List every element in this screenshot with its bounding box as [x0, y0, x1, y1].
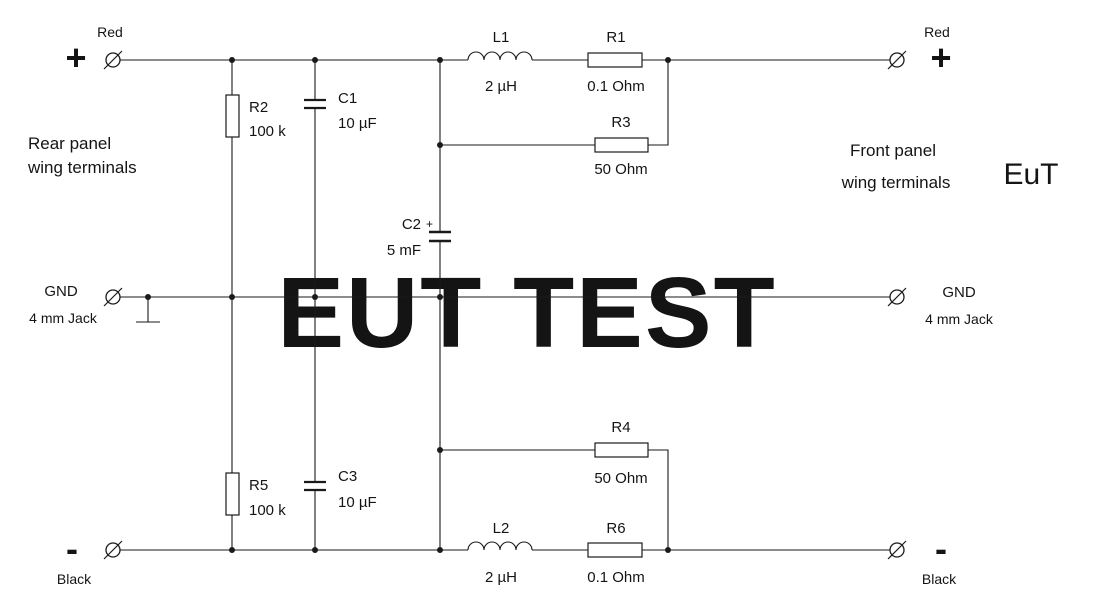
wires [120, 51, 890, 551]
watermark-text: EUT TEST [277, 257, 776, 369]
terminal-left-positive [103, 50, 123, 70]
right-jack-label: 4 mm Jack [925, 311, 994, 327]
component-bodies [225, 52, 649, 558]
left-minus-sign: - [66, 528, 78, 569]
left-black-label: Black [57, 571, 92, 587]
inductor-l2-coil [467, 541, 533, 551]
front-panel-label-line1: Front panel [850, 141, 936, 160]
rear-panel-label-line1: Rear panel [28, 134, 111, 153]
l1-value: 2 µH [485, 78, 517, 95]
c2-polarity-mark: + [426, 217, 433, 231]
left-red-label: Red [97, 24, 123, 40]
terminal-right-negative [887, 540, 907, 560]
c2-ref: C2 [402, 216, 421, 233]
resistor-r1-body [587, 52, 643, 68]
capacitor-c1-plates [304, 98, 326, 110]
right-black-label: Black [922, 571, 957, 587]
r2-value: 100 k [249, 123, 286, 140]
eut-label: EuT [1003, 158, 1058, 191]
r3-ref: R3 [611, 114, 630, 131]
l1-ref: L1 [493, 29, 510, 46]
right-plus-sign: + [930, 37, 951, 78]
right-minus-sign: - [935, 528, 947, 569]
resistor-r4-body [594, 442, 649, 458]
right-gnd-label: GND [942, 284, 976, 301]
left-gnd-label: GND [44, 283, 78, 300]
r6-value: 0.1 Ohm [587, 569, 645, 586]
c3-value: 10 µF [338, 494, 377, 511]
inductor-l1-coil [467, 51, 533, 61]
wire-segments [120, 59, 890, 551]
resistor-r5-body [225, 472, 240, 516]
r6-ref: R6 [606, 520, 625, 537]
resistor-r2-body [225, 94, 240, 138]
r2-ref: R2 [249, 99, 268, 116]
c1-ref: C1 [338, 90, 357, 107]
r1-ref: R1 [606, 29, 625, 46]
r4-ref: R4 [611, 419, 630, 436]
c1-value: 10 µF [338, 115, 377, 132]
resistor-r3-body [594, 137, 649, 153]
capacitor-c2-plates [429, 230, 451, 243]
r4-value: 50 Ohm [594, 470, 647, 487]
left-jack-label: 4 mm Jack [29, 310, 98, 326]
right-red-label: Red [924, 24, 950, 40]
c2-value: 5 mF [387, 242, 421, 259]
rear-panel-label-line2: wing terminals [27, 158, 137, 177]
left-plus-sign: + [65, 37, 86, 78]
terminal-right-ground [887, 287, 907, 307]
c3-ref: C3 [338, 468, 357, 485]
r1-value: 0.1 Ohm [587, 78, 645, 95]
resistor-r6-body [587, 542, 643, 558]
terminal-left-ground [103, 287, 123, 307]
l2-ref: L2 [493, 520, 510, 537]
capacitor-c3-plates [304, 480, 326, 492]
l2-value: 2 µH [485, 569, 517, 586]
terminal-left-negative [103, 540, 123, 560]
terminal-right-positive [887, 50, 907, 70]
junction-dots [145, 57, 671, 553]
front-panel-label-line2: wing terminals [841, 173, 951, 192]
r3-value: 50 Ohm [594, 161, 647, 178]
r5-value: 100 k [249, 502, 286, 519]
r5-ref: R5 [249, 477, 268, 494]
